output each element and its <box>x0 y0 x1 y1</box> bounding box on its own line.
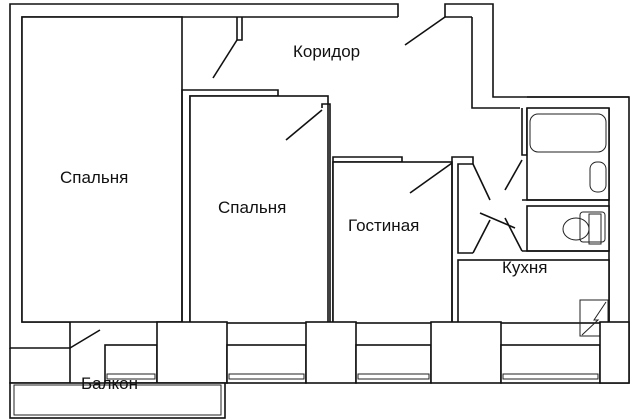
sink-icon <box>589 161 607 193</box>
bedroom-2-area <box>189 95 329 324</box>
room-label-bedroom-1: Спальня <box>60 168 129 187</box>
room-label-kitchen: Кухня <box>502 258 548 277</box>
room-label-corridor: Коридор <box>293 42 361 61</box>
room-label-living-room: Гостиная <box>348 216 420 235</box>
window <box>502 373 599 380</box>
kitchen-sink-icon <box>579 211 606 243</box>
doors <box>69 16 523 349</box>
kitchen-area <box>457 259 610 324</box>
room-label-bedroom-2: Спальня <box>218 198 287 217</box>
toilet-room <box>522 205 610 252</box>
stove-icon <box>579 299 609 337</box>
bottom-wall-windows <box>104 321 630 384</box>
room-label-balcony: Балкон <box>81 374 139 393</box>
window <box>357 373 430 380</box>
window <box>106 373 156 380</box>
bathtub-icon <box>529 113 607 153</box>
gas-pipe-icon <box>581 301 607 336</box>
living-room-area <box>332 161 453 324</box>
toilet-bowl-icon <box>562 217 590 241</box>
balcony <box>9 382 226 419</box>
bedroom-1-area <box>21 16 183 323</box>
window <box>228 373 305 380</box>
bathroom <box>521 107 610 201</box>
